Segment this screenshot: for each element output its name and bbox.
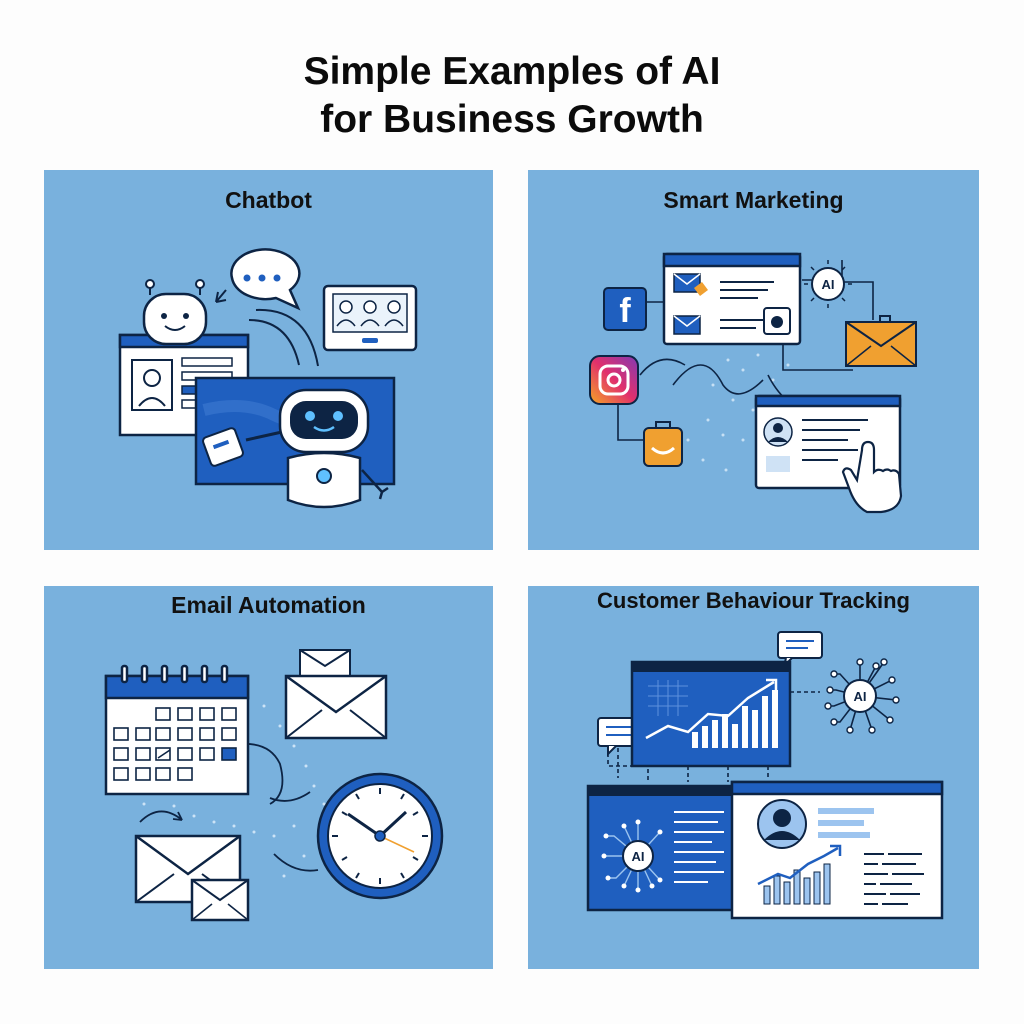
hand-pointer-icon xyxy=(841,440,903,514)
envelope-icon xyxy=(284,649,388,740)
smart-marketing-illustration: f xyxy=(589,252,917,514)
panel-title-email-automation: Email Automation xyxy=(171,592,366,618)
browser-window-icon xyxy=(662,252,802,346)
shopping-bag-icon xyxy=(643,421,683,467)
speech-bubble-icon xyxy=(215,248,301,311)
instagram-icon xyxy=(589,355,639,405)
panel-title-chatbot: Chatbot xyxy=(225,187,312,213)
chat-bubble-icon xyxy=(777,631,823,670)
panel-smart-marketing: Smart Marketing f xyxy=(528,170,979,550)
page-title: Simple Examples of AI for Business Growt… xyxy=(0,48,1024,144)
facebook-icon: f xyxy=(603,287,647,331)
video-call-icon xyxy=(322,284,418,352)
ai-chip-label-left: AI xyxy=(632,849,645,864)
panel-customer-behaviour-tracking: Customer Behaviour Tracking xyxy=(528,586,979,969)
profile-card-icon xyxy=(730,780,944,920)
calendar-icon xyxy=(104,664,250,796)
panel-title-customer-behaviour-tracking: Customer Behaviour Tracking xyxy=(597,588,910,613)
clock-icon xyxy=(316,772,444,900)
ai-chip-label: AI xyxy=(822,277,835,292)
robot-head-icon xyxy=(142,279,208,346)
ai-chip-label-top: AI xyxy=(854,689,867,704)
chatbot-illustration xyxy=(118,248,418,509)
envelope-icon xyxy=(134,834,250,922)
facebook-letter: f xyxy=(619,292,631,330)
page-title-line-2: for Business Growth xyxy=(320,98,704,141)
ai-chip-icon: AI xyxy=(824,658,900,734)
page-title-line-1: Simple Examples of AI xyxy=(303,50,721,93)
behaviour-tracking-illustration: AI AI xyxy=(586,631,944,920)
panel-chatbot: Chatbot xyxy=(44,170,493,550)
email-automation-illustration xyxy=(104,649,444,922)
ai-chip-icon: AI xyxy=(804,260,852,308)
analytics-dashboard-icon xyxy=(630,660,792,768)
chatbot-robot-icon xyxy=(245,388,389,509)
envelope-icon xyxy=(845,315,917,367)
panel-title-smart-marketing: Smart Marketing xyxy=(663,187,844,213)
panel-email-automation: Email Automation xyxy=(44,586,493,969)
